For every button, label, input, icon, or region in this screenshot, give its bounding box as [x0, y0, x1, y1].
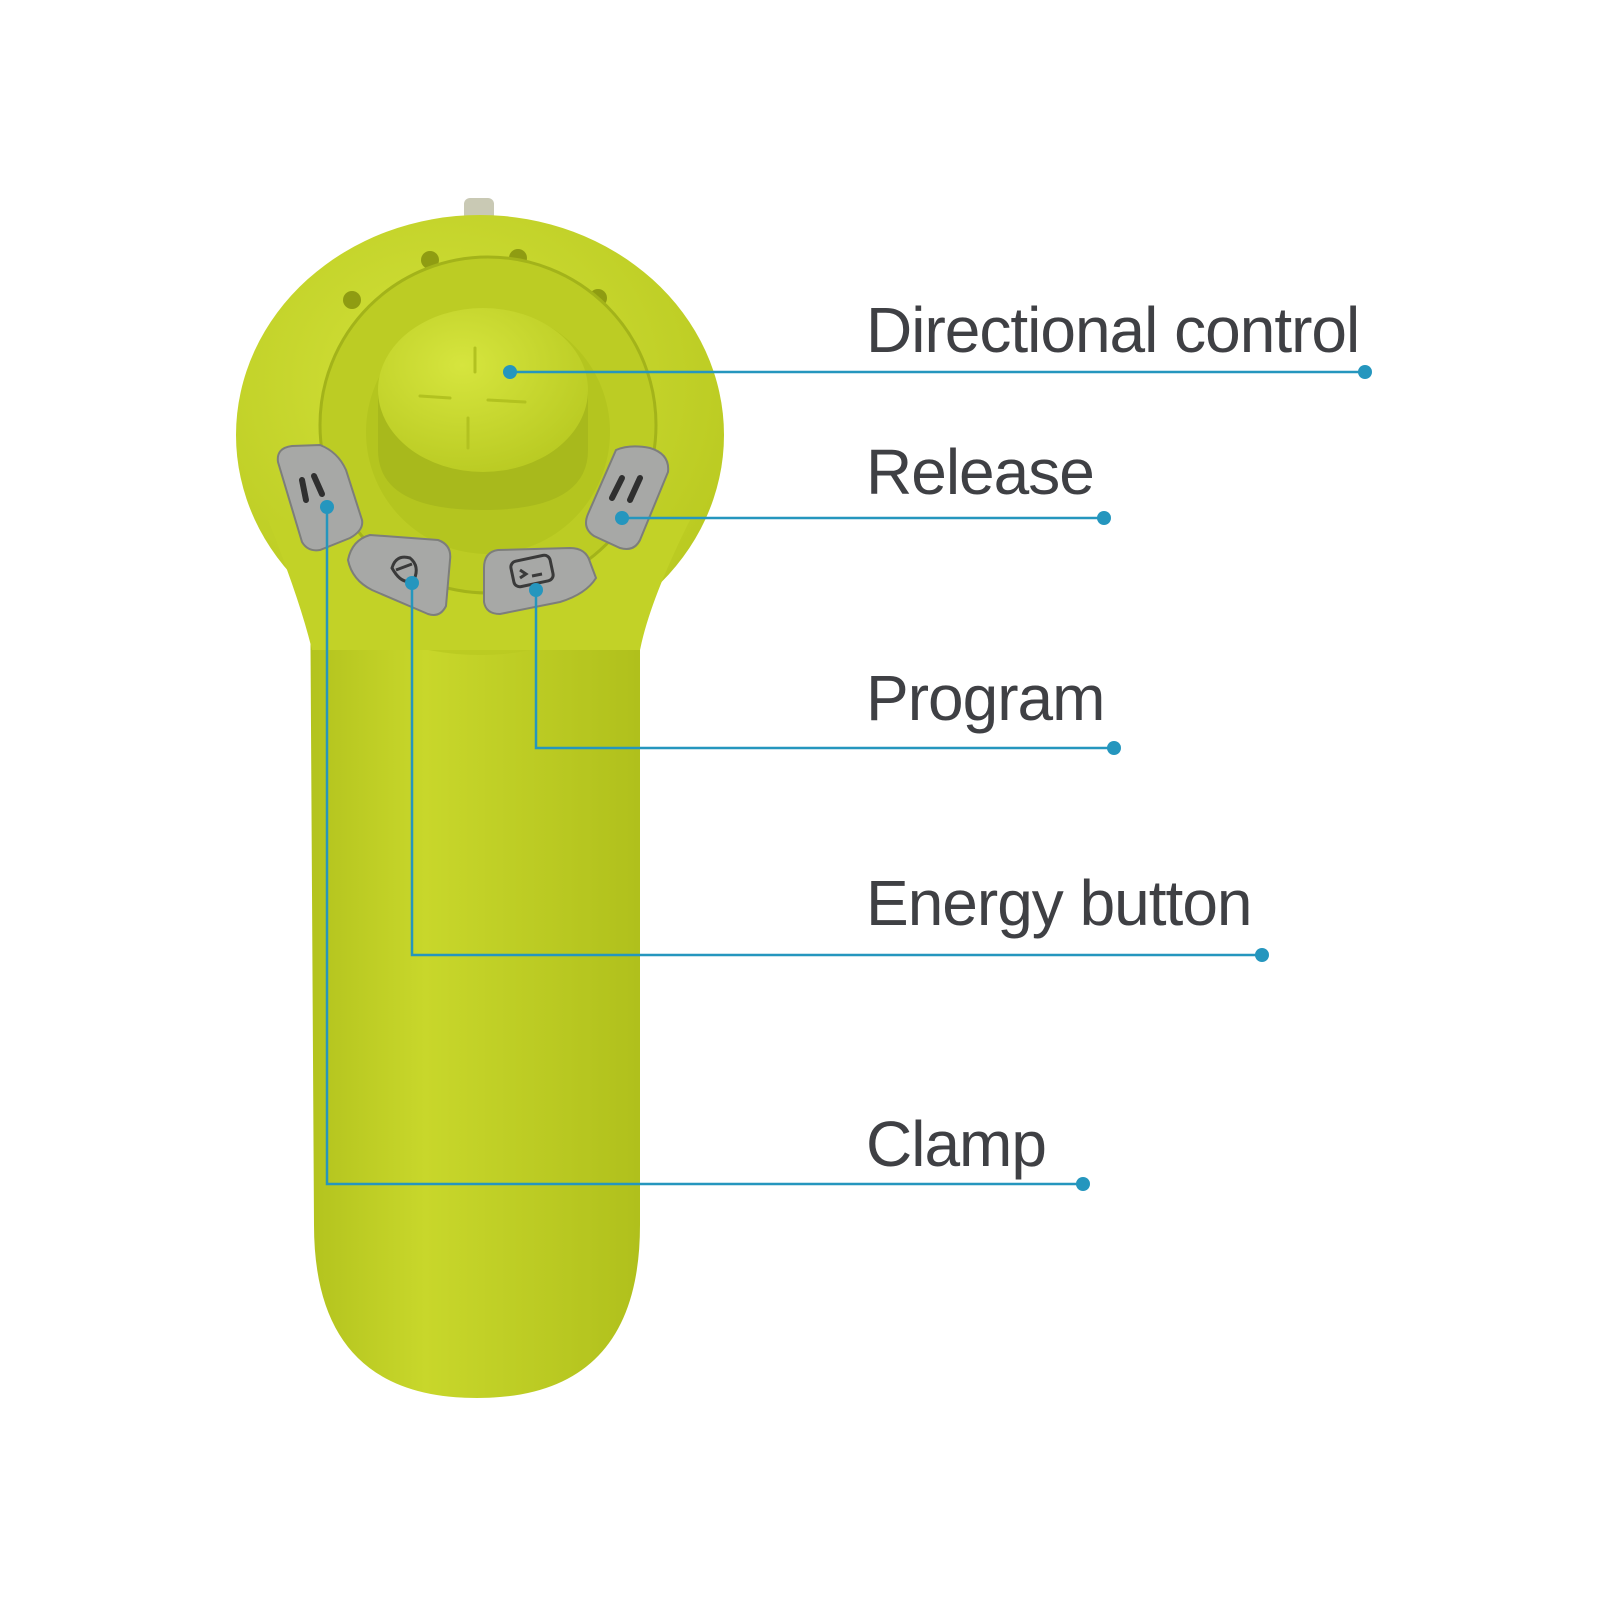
double-slash-left-icon: [299, 473, 325, 503]
double-slash-right-icon: [609, 475, 643, 503]
program-button[interactable]: [483, 546, 598, 616]
callout-dot-release-start: [615, 511, 629, 525]
callout-dot-clamp-start: [320, 500, 334, 514]
controller-handle: [310, 560, 640, 1398]
callout-line-program: [534, 590, 1114, 750]
energy-leaf-icon: [390, 555, 418, 583]
callout-dot-program-start: [529, 583, 543, 597]
callout-line-clamp: [325, 507, 1083, 1186]
label-energy-button: Energy button: [866, 867, 1252, 939]
callout-lines: [325, 370, 1365, 1186]
callout-dot-directional-end: [1358, 365, 1372, 379]
callout-dot-directional-start: [503, 365, 517, 379]
label-directional-control: Directional control: [866, 294, 1360, 366]
label-clamp: Clamp: [866, 1108, 1047, 1180]
callout-dot-release-end: [1097, 511, 1111, 525]
callout-dot-energy-start: [405, 576, 419, 590]
energy-button[interactable]: [346, 533, 452, 616]
release-button[interactable]: [585, 445, 670, 550]
label-release: Release: [866, 436, 1095, 508]
directional-control-joystick[interactable]: [378, 308, 588, 510]
joystick-cross-icon: [418, 346, 527, 450]
callout-dot-program-end: [1107, 741, 1121, 755]
clamp-button[interactable]: [276, 443, 364, 552]
callout-dots: [320, 365, 1372, 1191]
callout-line-energy-button: [410, 583, 1262, 957]
callout-dot-clamp-end: [1076, 1177, 1090, 1191]
callout-dot-energy-end: [1255, 948, 1269, 962]
label-program: Program: [866, 662, 1105, 734]
